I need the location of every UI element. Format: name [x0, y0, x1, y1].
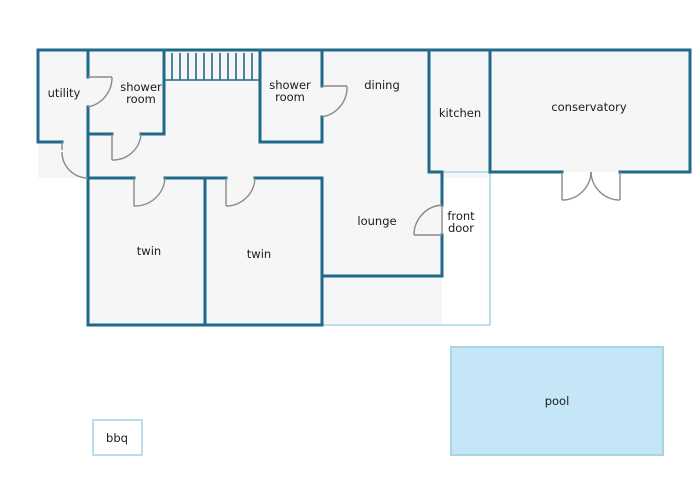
label-kitchen: kitchen — [439, 106, 481, 120]
label-utility: utility — [48, 86, 81, 100]
label-bbq: bbq — [106, 431, 128, 445]
staircase — [164, 53, 260, 81]
label-twin-right: twin — [247, 247, 271, 261]
doors — [61, 76, 621, 236]
label-dining: dining — [364, 78, 400, 92]
label-lounge: lounge — [357, 214, 396, 228]
floor-areas — [38, 50, 690, 325]
label-front-door-1: front — [447, 209, 475, 223]
label-pool: pool — [545, 394, 570, 408]
pool-area — [450, 346, 664, 456]
label-conservatory: conservatory — [551, 100, 627, 114]
label-shower-room-left-1: shower — [120, 80, 162, 94]
bbq-area — [92, 419, 143, 456]
room-labels: utility shower room shower room dining k… — [48, 78, 627, 445]
label-shower-room-mid-2: room — [275, 90, 305, 104]
label-shower-room-mid-1: shower — [269, 78, 311, 92]
label-shower-room-left-2: room — [126, 92, 156, 106]
label-twin-left: twin — [137, 244, 161, 258]
label-front-door-2: door — [448, 221, 474, 235]
walls — [36, 48, 692, 327]
